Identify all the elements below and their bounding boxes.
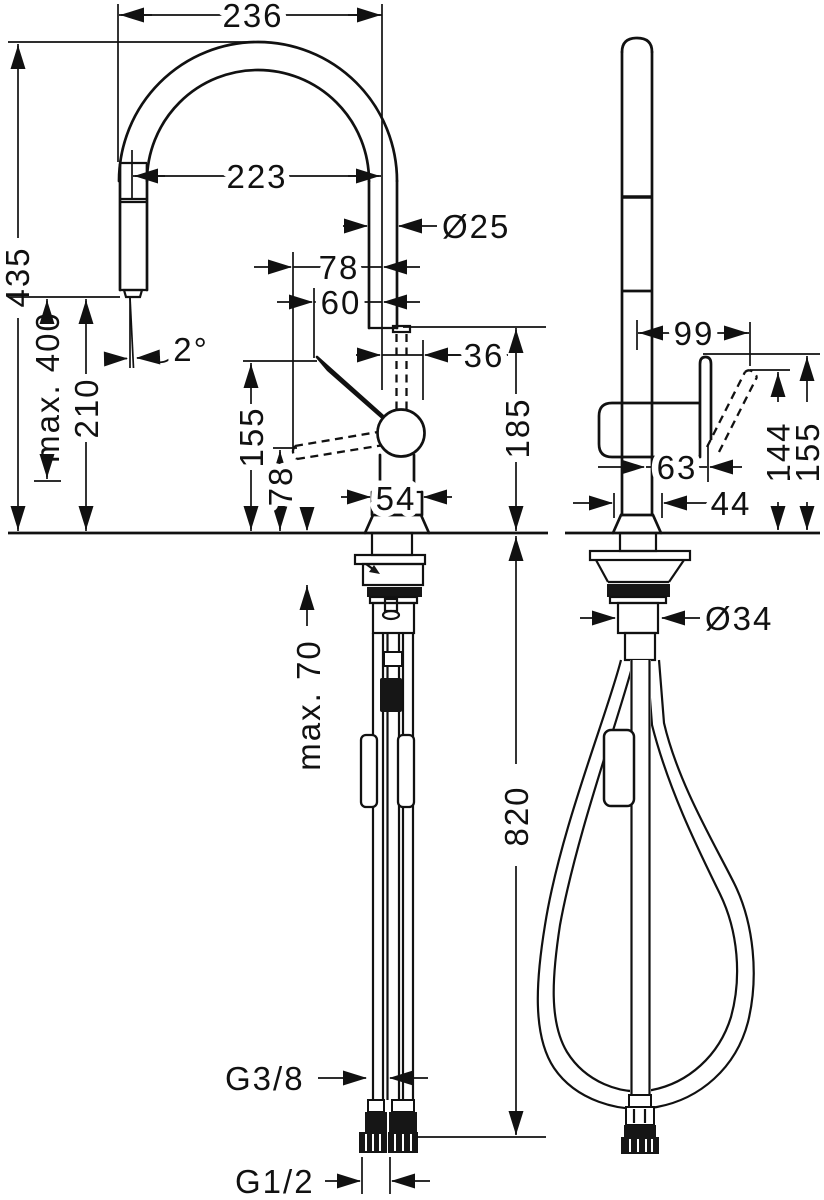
shank-side	[616, 601, 660, 635]
under-counter-side	[536, 531, 755, 1154]
dim-185-label: 185	[499, 397, 536, 458]
body-side	[597, 355, 759, 535]
dim-handle-top-155: 155	[703, 353, 824, 530]
hoses-front	[371, 633, 415, 1100]
dim-78-vert-label: 78	[262, 466, 299, 507]
base-cup	[363, 513, 431, 535]
hidden-hose-dashed	[395, 334, 408, 412]
dim-155-front-label: 155	[233, 406, 270, 467]
dim-210-label: 210	[68, 377, 105, 438]
handle-side-pill	[698, 355, 713, 440]
dim-hose-length-820: 820	[417, 536, 546, 1138]
spray-column	[620, 36, 654, 517]
dim-g38-label: G3/8	[225, 1060, 305, 1097]
dim-36-label: 36	[464, 337, 505, 374]
hose-weight-left	[359, 733, 379, 809]
dim-handle-reach-99: 99	[636, 308, 751, 366]
ball-joint	[376, 408, 426, 458]
handle-open-position-dashed	[291, 430, 385, 461]
hose-loop	[536, 659, 755, 1110]
side-view	[536, 36, 820, 1154]
dim-435-label: 435	[0, 246, 36, 307]
connector-side	[621, 1094, 659, 1154]
spray-angle-line	[129, 296, 135, 369]
dim-155-side-label: 155	[789, 421, 824, 482]
dim-exit-height-185: 185	[403, 326, 546, 531]
hose-weight-right	[396, 733, 416, 809]
hose-weight-side	[602, 728, 636, 808]
front-view	[8, 40, 548, 1153]
supply-connectors-front	[359, 1099, 418, 1153]
handle-assembly	[291, 355, 426, 461]
escutcheon-mark	[369, 565, 380, 574]
body-block-side	[597, 401, 702, 459]
dim-connection-thread-g12: G1/2	[235, 1157, 430, 1200]
dim-g12-label: G1/2	[235, 1163, 315, 1200]
aerator	[122, 288, 144, 299]
escutcheon	[361, 562, 425, 587]
hose-connector-dark	[380, 678, 402, 712]
dim-shank-diameter-34: Ø34	[580, 600, 773, 637]
dim-body-width-54: 54	[341, 473, 452, 523]
handle-open-dashed-side	[705, 369, 759, 453]
dim-2deg-label: 2°	[173, 331, 209, 368]
dim-spout-reach-223: 223	[131, 150, 381, 201]
dim-spray-angle-2deg: 2°	[103, 324, 213, 374]
dim-44-label: 44	[711, 485, 752, 522]
dim-d25-label: Ø25	[442, 208, 510, 245]
shank-front	[371, 601, 416, 635]
nut-side	[621, 1137, 659, 1154]
dim-handle-height-155: 155	[233, 360, 317, 531]
dim-63-label: 63	[657, 449, 698, 486]
dim-820-label: 820	[498, 785, 535, 846]
dim-236-label: 236	[222, 0, 283, 34]
dim-144-label: 144	[760, 421, 797, 482]
dim-handle-low-78: 78	[255, 447, 305, 531]
supply-tube-side	[630, 660, 651, 1095]
mounting-nut	[367, 587, 422, 597]
dim-hose-offset-36: 36	[356, 330, 509, 400]
dim-54-label: 54	[376, 480, 417, 517]
base-cup-side	[611, 513, 663, 535]
dim-handle-clearance-63: 63	[598, 442, 742, 492]
dim-base-depth-44: 44	[573, 478, 756, 528]
dim-223-label: 223	[226, 158, 287, 195]
dim-d34-label: Ø34	[705, 600, 773, 637]
dim-tube-diameter-25: Ø25	[343, 208, 510, 245]
dim-offset-60: 60	[277, 277, 420, 358]
dim-handle-pivot-144: 144	[750, 369, 803, 530]
dim-max400-label: max. 400	[29, 311, 66, 463]
dim-supply-thread-g38: G3/8	[225, 1060, 428, 1097]
faucet-body	[363, 453, 431, 535]
spray-head	[118, 161, 149, 369]
dim-offset-78-top: 78	[254, 242, 420, 448]
under-counter-front	[353, 531, 427, 1153]
dim-78-top-label: 78	[319, 249, 360, 286]
dim-60-label: 60	[321, 284, 362, 321]
dim-max-thickness-70: max. 70	[290, 507, 327, 771]
dim-max-pullout-400: max. 400	[29, 299, 66, 482]
dim-max70-label: max. 70	[290, 639, 327, 770]
dim-99-label: 99	[674, 315, 715, 352]
dim-outlet-height-210: 210	[10, 296, 120, 531]
dim-overall-width-236: 236	[117, 0, 383, 390]
